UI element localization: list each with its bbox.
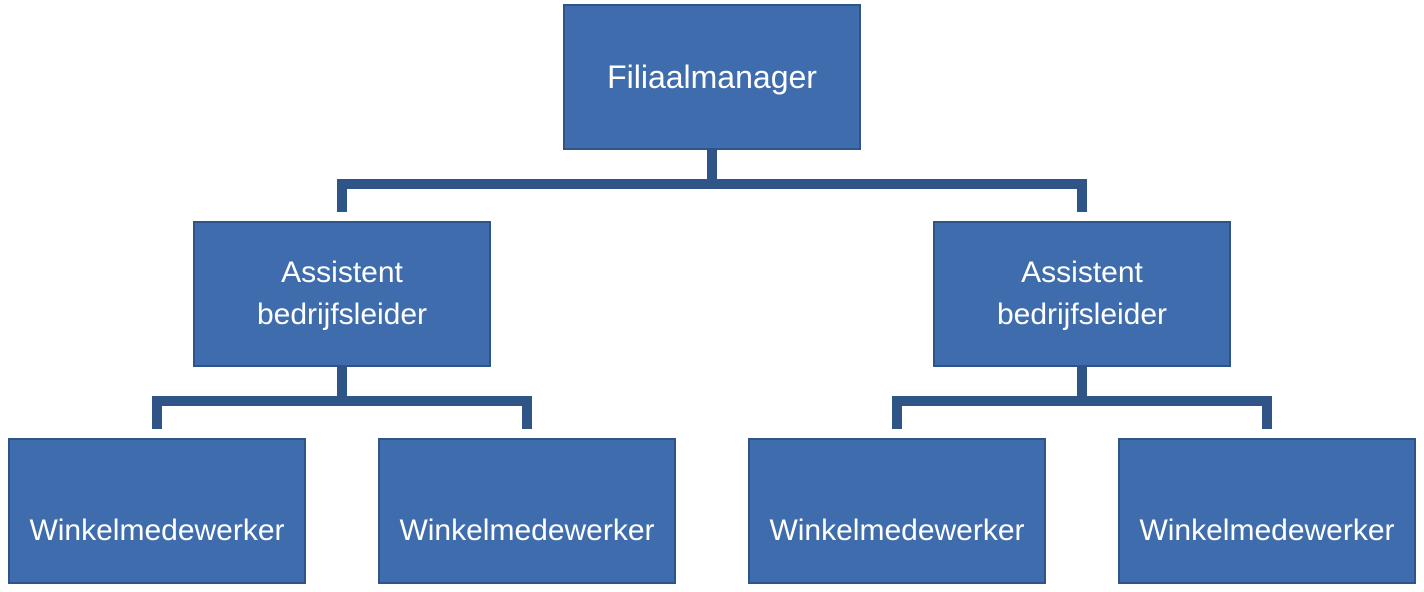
node-label: Winkelmedewerker	[29, 514, 285, 547]
connector-root-managers	[337, 150, 1087, 212]
connector-right-manager-employees	[892, 367, 1272, 429]
node-winkelmedewerker-4: Winkelmedewerker	[1118, 438, 1416, 584]
connector-left-manager-employees	[152, 367, 532, 429]
node-label: Assistent bedrijfsleider	[996, 256, 1168, 331]
node-winkelmedewerker-2: Winkelmedewerker	[378, 438, 676, 584]
node-assistent-bedrijfsleider-right: Assistent bedrijfsleider	[933, 221, 1231, 367]
node-label: Filiaalmanager	[607, 58, 817, 95]
node-winkelmedewerker-1: Winkelmedewerker	[8, 438, 306, 584]
node-filiaalmanager: Filiaalmanager	[563, 4, 861, 150]
node-label: Assistent bedrijfsleider	[256, 256, 428, 331]
node-assistent-bedrijfsleider-left: Assistent bedrijfsleider	[193, 221, 491, 367]
node-label: Winkelmedewerker	[1139, 514, 1395, 547]
node-winkelmedewerker-3: Winkelmedewerker	[748, 438, 1046, 584]
node-label: Winkelmedewerker	[769, 514, 1025, 547]
node-label: Winkelmedewerker	[399, 514, 655, 547]
